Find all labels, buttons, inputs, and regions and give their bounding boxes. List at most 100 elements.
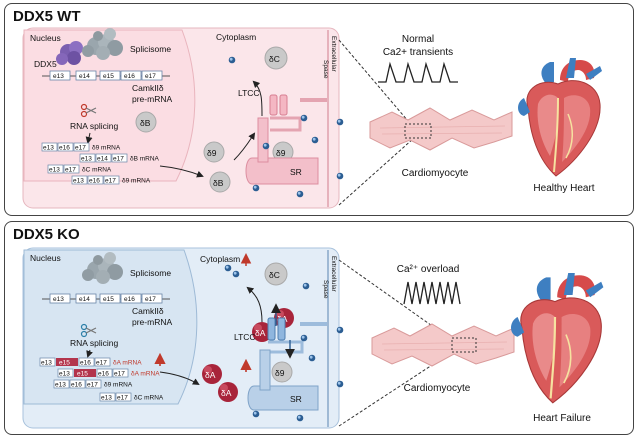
svg-text:e17: e17 [105,178,116,185]
extracellular-label: Extracellular [330,36,337,73]
rna-splicing-label: RNA splicing [70,121,118,131]
svg-text:e16: e16 [124,296,135,303]
svg-text:e15: e15 [103,296,114,303]
mrna-row: e13 e16 e17 δ9 mRNA [71,175,151,185]
svg-text:e14: e14 [79,296,90,303]
scissors-icon [80,103,97,118]
sr-compartment [245,117,319,185]
svg-text:δC mRNA: δC mRNA [134,395,164,402]
healthy-heart-illustration [517,57,603,177]
cardiomyocyte-illustration [369,107,513,151]
calcium-trace [403,281,461,305]
svg-text:e17: e17 [75,145,86,152]
mrna-row: e13 e16 e17 δ9 mRNA [41,142,121,152]
mrna-row: e13 e15 e16 e17 δA mRNA [39,352,166,367]
cardiomyocyte-illustration [371,323,515,367]
svg-text:δA: δA [221,388,232,398]
failing-heart-illustration [509,271,605,404]
svg-text:δC mRNA: δC mRNA [82,167,112,174]
svg-text:e13: e13 [49,167,60,174]
calcium-ion [252,184,260,192]
svg-text:e13: e13 [43,145,54,152]
svg-text:e17: e17 [65,167,76,174]
svg-text:e17: e17 [117,395,128,402]
svg-text:e13: e13 [81,156,92,163]
heart-label: Healthy Heart [533,183,594,194]
splicisome-label: Splicisome [130,268,171,278]
calcium-ion [296,414,304,422]
calcium-ion [302,282,310,290]
mrna-isoforms: e13 e15 e16 e17 δA mRNA e13 e15 e16 e17 … [39,352,166,402]
svg-text:e15: e15 [59,360,70,367]
overload-label: Ca²⁺ overload [397,264,460,275]
svg-text:e13: e13 [101,395,112,402]
extracellular-label: Extracellular [330,256,337,293]
svg-text:e17: e17 [96,360,107,367]
svg-text:e13: e13 [41,360,52,367]
protein-delta-b [135,111,157,133]
svg-text:e16: e16 [89,178,100,185]
premrna-label: pre-mRNA [132,317,172,327]
sr-label: SR [290,167,302,177]
svg-text:e16: e16 [71,382,82,389]
camk-label: CamkIIδ [132,83,164,93]
heart-label: Heart Failure [533,413,591,424]
svg-text:e16: e16 [80,360,91,367]
svg-text:e15: e15 [103,73,114,80]
mrna-row: e13 e17 δC mRNA [99,392,164,402]
svg-text:e17: e17 [145,296,156,303]
cytoplasm-label: Cytoplasm [216,32,256,42]
svg-text:e17: e17 [113,156,124,163]
calcium-ion [300,334,308,342]
panel-title: DDX5 WT [13,8,81,25]
svg-text:δ9: δ9 [207,148,217,158]
sr-compartment [247,349,319,411]
panel-title: DDX5 KO [13,226,80,243]
svg-text:δA: δA [255,328,266,338]
ltcc-label: LTCC [238,88,260,98]
delta-a-protein [218,382,238,402]
calcium-ion [336,380,344,388]
scissors-icon [80,323,97,338]
wt-cell-diagram: Nucleus DDX5 Splicisome e13 e14 e15 e16 … [22,27,344,209]
svg-text:e13: e13 [53,73,64,80]
cytoplasm-label: Cytoplasm [200,254,240,264]
svg-text:e16: e16 [98,371,109,378]
svg-text:δB: δB [140,118,151,128]
calcium-ion [308,354,316,362]
spase-label: Spase [322,60,329,79]
zoom-line [338,137,415,206]
nucleus-label: Nucleus [30,253,61,263]
svg-text:e13: e13 [53,296,64,303]
mrna-isoforms: e13 e16 e17 δ9 mRNA e13 e14 e17 δB mRNA … [41,142,160,185]
ddx5-label: DDX5 [34,59,57,69]
cardiomyocyte-label: Cardiomyocyte [402,168,469,179]
cardiomyocyte-label: Cardiomyocyte [404,383,471,394]
svg-text:e17: e17 [87,382,98,389]
protein-delta-9 [271,361,293,383]
svg-text:e13: e13 [55,382,66,389]
ddx5-protein [56,41,83,65]
ltcc-label: LTCC [234,332,256,342]
mrna-row: e13 e17 δC mRNA [47,164,112,174]
svg-text:δC: δC [269,270,280,280]
spase-label: Spase [322,280,329,299]
svg-text:δ9 mRNA: δ9 mRNA [122,178,151,185]
delta-a-protein [252,322,272,342]
svg-text:e16: e16 [59,145,70,152]
mrna-row: e13 e14 e17 δB mRNA [79,153,160,163]
calcium-ion [336,172,344,180]
protein-delta-9 [203,141,225,163]
svg-text:δA mRNA: δA mRNA [131,371,160,378]
nucleus-label: Nucleus [30,33,61,43]
ltcc-channel [267,303,327,359]
transients-label: Normal [402,34,434,45]
pre-mrna-exons: e13 e14 e15 e16 e17 [49,293,163,304]
calcium-ion [300,114,308,122]
calcium-ion [311,136,319,144]
sr-label: SR [290,394,302,404]
protein-delta-c [264,262,288,286]
svg-text:e13: e13 [73,178,84,185]
calcium-ion [228,56,236,64]
